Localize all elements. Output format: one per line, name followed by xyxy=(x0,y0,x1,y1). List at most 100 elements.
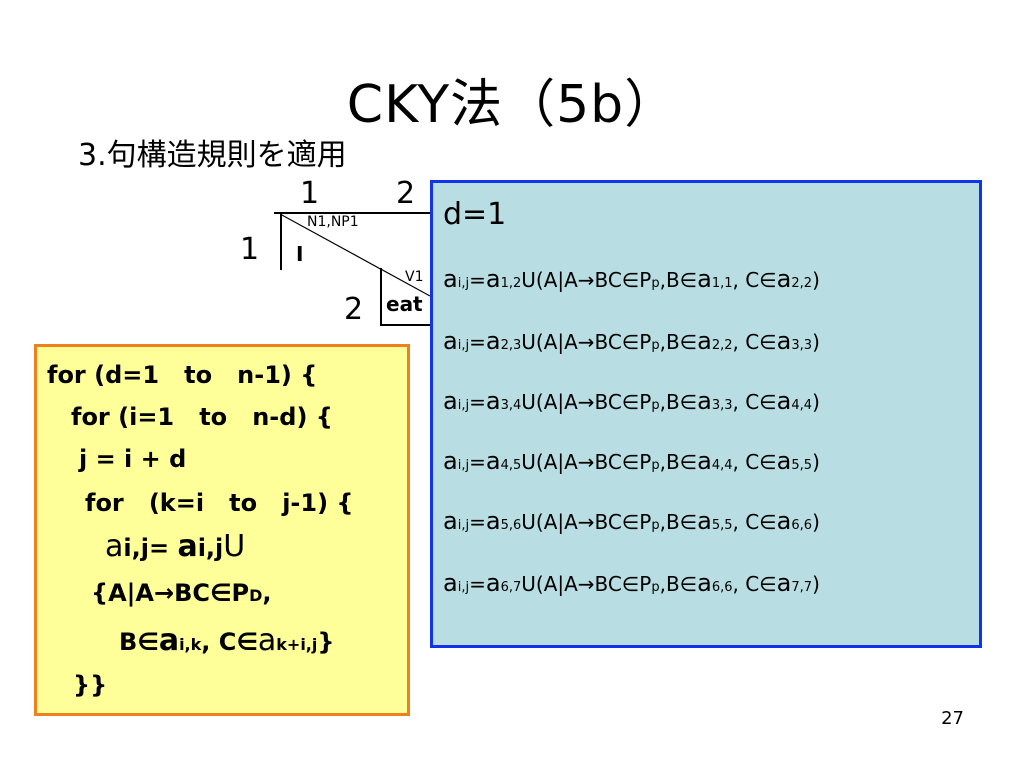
rule-line: ai,j=a6,7U(A|A→BC∈Pp,B∈a6,6, C∈a7,7) xyxy=(443,569,820,597)
rule-subscript: i,j xyxy=(457,276,470,291)
rule-a-symbol: a xyxy=(443,327,458,355)
rule-subscript: p xyxy=(651,398,660,413)
rule-c-member: , C∈ xyxy=(732,330,777,354)
chart-cell2-bottom-border xyxy=(380,324,430,326)
rule-b-member: ,B∈ xyxy=(659,268,698,292)
code-line-7: B∈ai,k, C∈ak+i,j} xyxy=(119,623,334,658)
rule-a-symbol: a xyxy=(697,507,712,535)
code-line-8: }} xyxy=(73,671,108,699)
rule-target-index: 6,7 xyxy=(500,580,522,595)
rule-line: ai,j=a1,2U(A|A→BC∈Pp,B∈a1,1, C∈a2,2) xyxy=(443,265,820,293)
rule-c-member: , C∈ xyxy=(732,572,777,596)
rule-a-symbol: a xyxy=(485,327,501,355)
chart-col-label-2: 2 xyxy=(396,176,416,211)
rule-c-member: , C∈ xyxy=(732,390,777,414)
chart-row-label-1: 1 xyxy=(240,232,260,267)
rule-line: ai,j=a5,6U(A|A→BC∈Pp,B∈a5,5, C∈a6,6) xyxy=(443,507,820,535)
chart-diagonal xyxy=(280,213,430,297)
code-a-symbol: a xyxy=(257,623,277,658)
rule-b-index: 3,3 xyxy=(711,398,733,413)
rule-subscript: i,j xyxy=(457,580,470,595)
rule-line: ai,j=a3,4U(A|A→BC∈Pp,B∈a3,3, C∈a4,4) xyxy=(443,387,820,415)
rule-close: ) xyxy=(812,330,820,354)
code-line-6: {A|A→BC∈PD, xyxy=(91,579,272,607)
rule-subscript: p xyxy=(651,458,660,473)
rule-a-symbol: a xyxy=(776,387,792,415)
cell-2-2-word: eat xyxy=(386,292,423,316)
chart-top-border xyxy=(274,212,434,214)
rule-subscript: i,j xyxy=(457,458,470,473)
rule-c-member: , C∈ xyxy=(732,268,777,292)
rule-b-index: 2,2 xyxy=(711,338,733,353)
code-rule-set: {A|A→BC∈P xyxy=(91,579,250,607)
rule-equals: = xyxy=(469,390,486,414)
code-union: U xyxy=(223,529,246,564)
chart-row-label-2: 2 xyxy=(344,292,364,327)
rule-b-index: 5,5 xyxy=(711,518,733,533)
code-a-symbol: a xyxy=(158,623,180,658)
rule-c-member: , C∈ xyxy=(732,450,777,474)
code-line-2: for (i=1 to n-d) { xyxy=(71,403,333,431)
rule-target-index: 1,2 xyxy=(500,276,522,291)
code-subscript: i,j xyxy=(123,534,149,562)
code-b-member: B∈ xyxy=(119,628,159,656)
code-subscript: k+i,j xyxy=(276,635,318,654)
chart-cell2-left-border xyxy=(380,268,382,326)
rule-b-member: ,B∈ xyxy=(659,572,698,596)
rule-a-symbol: a xyxy=(776,569,792,597)
cell-1-1-word: I xyxy=(296,242,304,266)
cell-2-2-label: V1 xyxy=(405,269,424,285)
code-line-3: j = i + d xyxy=(79,445,187,473)
rule-c-index: 5,5 xyxy=(791,458,813,473)
rule-b-member: ,B∈ xyxy=(659,390,698,414)
rule-c-index: 3,3 xyxy=(791,338,813,353)
rule-a-symbol: a xyxy=(776,327,792,355)
rule-subscript: i,j xyxy=(457,398,470,413)
chart-left-border xyxy=(280,212,282,270)
rule-union: U(A|A→BC∈P xyxy=(521,510,652,534)
rule-equals: = xyxy=(469,572,486,596)
rule-c-index: 2,2 xyxy=(791,276,813,291)
chart-col-label-1: 1 xyxy=(300,176,320,211)
code-equals: = xyxy=(148,534,170,562)
cky-chart: N1,NP1 I V1 eat xyxy=(274,212,434,332)
rule-a-symbol: a xyxy=(697,387,712,415)
rule-target-index: 2,3 xyxy=(500,338,522,353)
rule-application-box: d=1 ai,j=a1,2U(A|A→BC∈Pp,B∈a1,1, C∈a2,2)… xyxy=(430,180,982,648)
rule-b-member: ,B∈ xyxy=(659,510,698,534)
algorithm-box: for (d=1 to n-1) { for (i=1 to n-d) { j … xyxy=(34,344,410,716)
slide-title: CKY法（5b） xyxy=(346,75,678,135)
rule-union: U(A|A→BC∈P xyxy=(521,450,652,474)
d-label: d=1 xyxy=(443,197,507,232)
rule-a-symbol: a xyxy=(697,327,712,355)
rule-b-index: 1,1 xyxy=(711,276,733,291)
rule-a-symbol: a xyxy=(443,569,458,597)
code-brace: } xyxy=(317,628,335,656)
rule-line: ai,j=a4,5U(A|A→BC∈Pp,B∈a4,4, C∈a5,5) xyxy=(443,447,820,475)
rule-subscript: i,j xyxy=(457,338,470,353)
rule-c-index: 7,7 xyxy=(791,580,813,595)
rule-a-symbol: a xyxy=(776,447,792,475)
rule-union: U(A|A→BC∈P xyxy=(521,390,652,414)
rule-a-symbol: a xyxy=(697,447,712,475)
rule-a-symbol: a xyxy=(697,265,712,293)
rule-a-symbol: a xyxy=(443,447,458,475)
rule-target-index: 5,6 xyxy=(500,518,522,533)
rule-subscript: p xyxy=(651,276,660,291)
rule-close: ) xyxy=(812,510,820,534)
rule-equals: = xyxy=(469,510,486,534)
rule-a-symbol: a xyxy=(443,387,458,415)
code-subscript: i,j xyxy=(197,534,224,562)
rule-a-symbol: a xyxy=(776,507,792,535)
slide-subtitle: 3.句構造規則を適用 xyxy=(78,138,347,173)
rule-c-index: 4,4 xyxy=(791,398,813,413)
rule-a-symbol: a xyxy=(697,569,712,597)
rule-c-index: 6,6 xyxy=(791,518,813,533)
rule-union: U(A|A→BC∈P xyxy=(521,330,652,354)
code-c-member: , C∈ xyxy=(201,628,258,656)
cell-1-1-label: N1,NP1 xyxy=(307,214,359,230)
rule-union: U(A|A→BC∈P xyxy=(521,268,652,292)
rule-a-symbol: a xyxy=(485,507,501,535)
code-line-4: for (k=i to j-1) { xyxy=(85,489,354,517)
rule-close: ) xyxy=(812,390,820,414)
